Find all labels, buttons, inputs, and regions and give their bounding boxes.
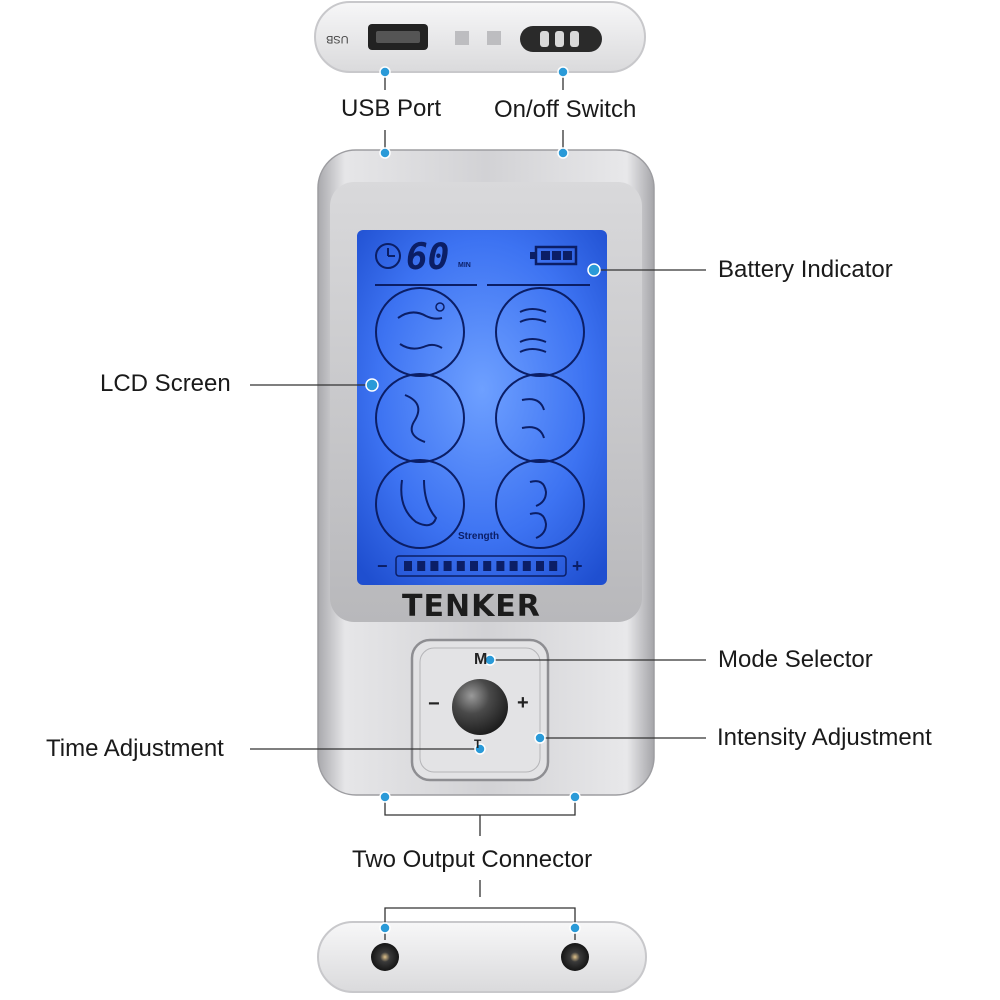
strength-segment — [404, 561, 412, 571]
mode-icon-hands — [495, 287, 585, 377]
mode-icon-torso — [375, 373, 465, 463]
mode-icon-hand — [375, 287, 465, 377]
bottom-end-view — [317, 921, 647, 993]
strength-segment — [417, 561, 426, 571]
callout-lcd-screen: LCD Screen — [100, 370, 231, 397]
mode-icon-foot — [375, 459, 465, 549]
plus-button[interactable]: + — [517, 692, 529, 714]
strength-segment — [470, 561, 478, 571]
strength-segment — [483, 561, 492, 571]
center-knob — [452, 679, 508, 735]
callout-intensity-adjustment: Intensity Adjustment — [717, 724, 932, 751]
strength-segment — [496, 561, 505, 571]
output-jack-right — [561, 943, 589, 971]
callout-two-output-connector: Two Output Connector — [352, 846, 593, 873]
lcd-plus-sign: + — [572, 556, 583, 576]
mode-icon-shoulder — [495, 373, 585, 463]
callout-battery-indicator: Battery Indicator — [718, 256, 893, 283]
lcd-timer-value: 60 — [406, 237, 450, 278]
strength-segment — [549, 561, 558, 571]
time-button[interactable]: T — [474, 737, 482, 751]
top-end-view — [314, 1, 646, 73]
lcd-strength-label: Strength — [458, 531, 500, 542]
strength-segment — [509, 561, 518, 571]
lcd-timer-unit: MIN — [458, 262, 471, 269]
device-body — [317, 149, 655, 796]
callout-mode-selector: Mode Selector — [718, 646, 873, 673]
strength-segment — [456, 561, 465, 571]
strength-segments — [404, 561, 558, 571]
strength-segment — [522, 561, 531, 571]
strength-segment — [430, 561, 439, 571]
mode-button[interactable]: M — [474, 651, 488, 668]
callout-on-off-switch: On/off Switch — [494, 96, 637, 123]
brand-logo: TENKER — [402, 589, 541, 624]
mode-icon-ear — [495, 459, 585, 549]
callout-dots — [365, 66, 601, 934]
usb-port-label-print: USB — [326, 33, 349, 45]
callout-time-adjustment: Time Adjustment — [46, 735, 224, 762]
output-jack-left — [371, 943, 399, 971]
strength-segment — [536, 561, 544, 571]
callout-usb-port: USB Port — [341, 95, 442, 122]
clock-icon — [375, 243, 401, 269]
minus-button[interactable]: − — [428, 693, 440, 715]
battery-icon — [530, 245, 578, 266]
strength-bar — [395, 555, 567, 577]
strength-segment — [443, 561, 452, 571]
lcd-minus-sign: − — [377, 556, 388, 576]
